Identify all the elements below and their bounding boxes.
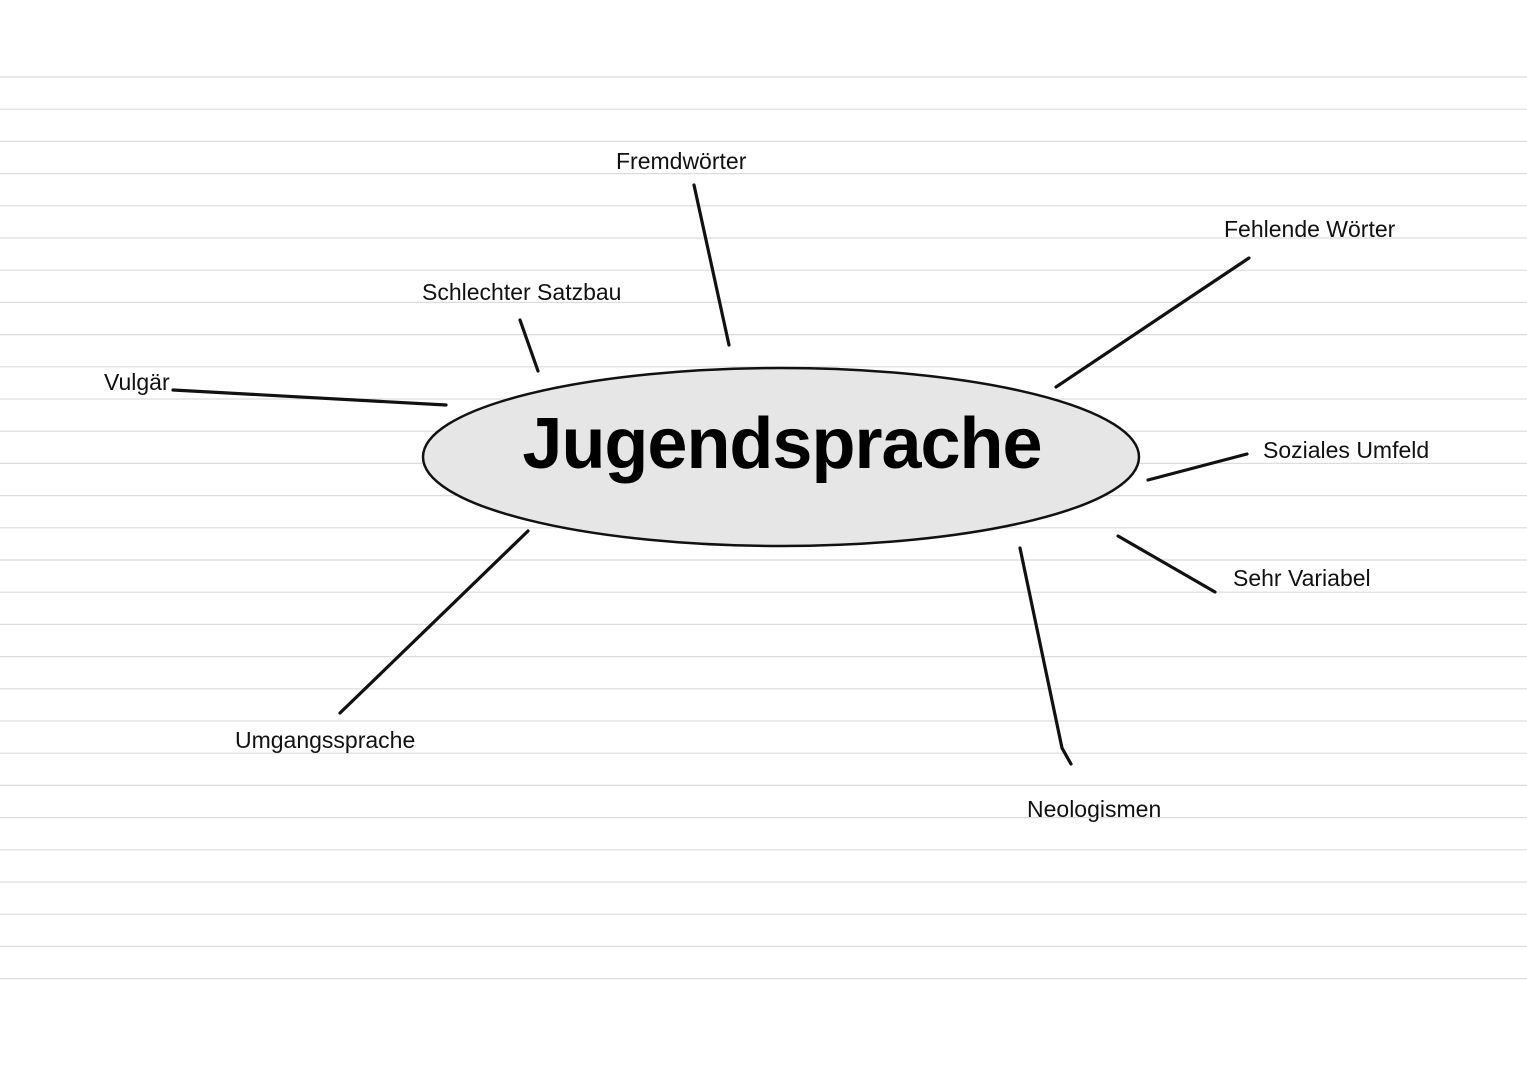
branch-label-schlechter-satzbau: Schlechter Satzbau <box>422 279 622 305</box>
connector-neologismen <box>1018 546 1073 766</box>
central-topic-label: Jugendsprache <box>522 404 1042 484</box>
connector-soziales-umfeld <box>1146 452 1249 482</box>
branch-label-sehr-variabel: Sehr Variabel <box>1233 565 1371 591</box>
connector-vulgaer <box>171 388 448 407</box>
branch-label-fremdwoerter: Fremdwörter <box>616 148 747 174</box>
branch-label-soziales-umfeld: Soziales Umfeld <box>1263 437 1430 463</box>
branch-label-fehlende-woerter: Fehlende Wörter <box>1224 216 1396 242</box>
connector-fremdwoerter <box>692 183 731 347</box>
branch-label-vulgaer: Vulgär <box>104 369 170 395</box>
branch-label-umgangssprache: Umgangssprache <box>235 727 416 753</box>
connector-sehr-variabel <box>1116 534 1217 594</box>
connector-umgangssprache <box>338 529 530 715</box>
connector-schlechter-satzbau <box>518 318 540 373</box>
central-topic-ellipse <box>421 366 1141 548</box>
connector-fehlende-woerter <box>1054 256 1251 389</box>
branch-label-neologismen: Neologismen <box>1027 796 1162 822</box>
